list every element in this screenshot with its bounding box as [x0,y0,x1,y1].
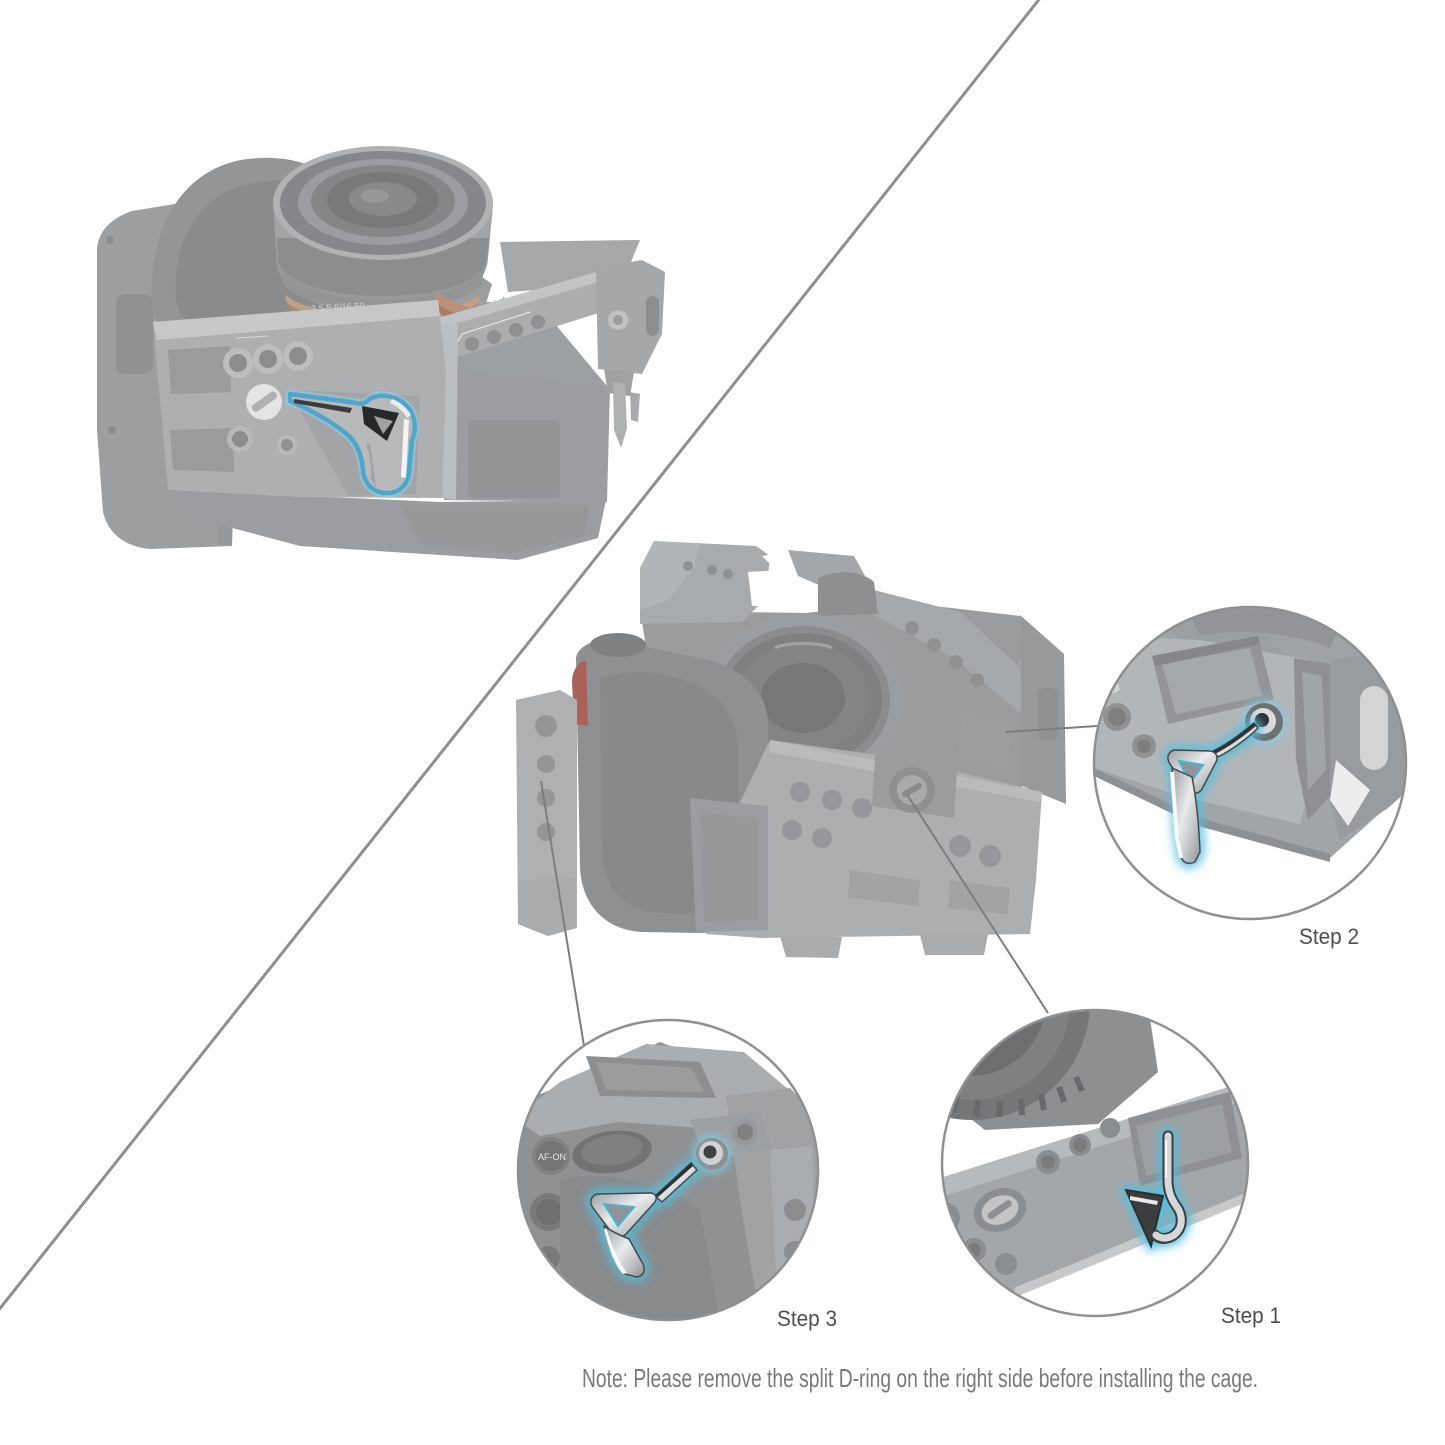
svg-text:Step 3: Step 3 [777,1306,837,1331]
svg-text:Note: Please remove the split: Note: Please remove the split D-ring on … [582,1363,1258,1393]
svg-text:AF-ON: AF-ON [538,1152,566,1162]
svg-text:Step 2: Step 2 [1299,924,1359,949]
svg-text:Step 1: Step 1 [1221,1303,1281,1328]
